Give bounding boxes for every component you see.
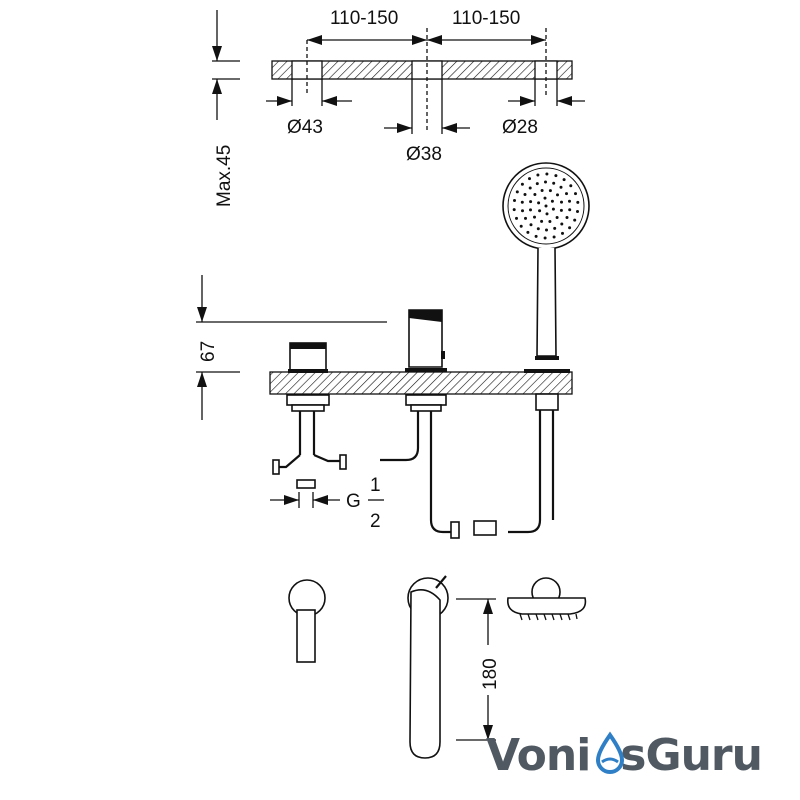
thread-numerator-label: 1 (370, 475, 381, 496)
water-drop-icon (595, 731, 625, 774)
mixer-handle-body (272, 342, 347, 489)
hole-diameter-right-label: Ø28 (502, 117, 538, 138)
hole-diameter-center-label: Ø38 (406, 144, 442, 165)
deck-thickness-label: Max.45 (214, 145, 235, 207)
deck-plan-view (271, 28, 573, 130)
spacing-dimension-lines (307, 35, 546, 45)
spout-reach-label: 180 (480, 658, 501, 690)
thread-dimension (270, 492, 384, 508)
deck-thickness-dimension (212, 10, 240, 120)
spout-reach-dimension (456, 598, 496, 741)
hand-shower (502, 162, 590, 534)
thread-denominator-label: 2 (370, 511, 381, 532)
spacing-left-label: 110-150 (330, 8, 398, 29)
spout-body (380, 309, 497, 539)
thread-prefix-label: G (346, 491, 361, 512)
spout-front-view (407, 575, 449, 759)
voniosguru-logo: Voni sGuru (486, 730, 763, 781)
logo-text-part2: sGuru (620, 730, 762, 781)
spacing-right-label: 110-150 (452, 8, 520, 29)
spout-height-label: 67 (198, 341, 219, 362)
hole-diameter-lines (266, 79, 585, 134)
hole-diameter-left-label: Ø43 (287, 117, 323, 138)
logo-text-part1: Voni (486, 730, 590, 781)
shower-holder-front-view (506, 577, 587, 621)
spout-height-dimension (196, 275, 387, 420)
deck-section (269, 371, 573, 395)
mixer-front-view (288, 579, 326, 663)
